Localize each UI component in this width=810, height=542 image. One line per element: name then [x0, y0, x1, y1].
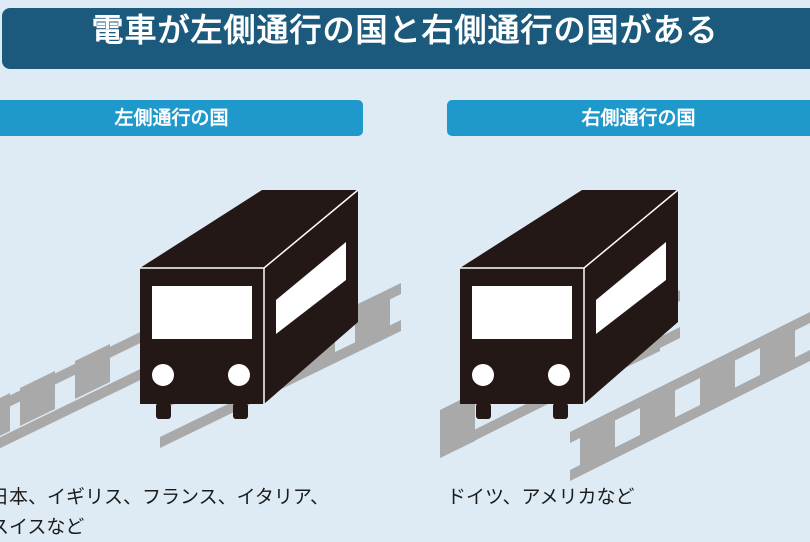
left-traffic-header: 左側通行の国: [0, 100, 363, 136]
right-traffic-countries: ドイツ、アメリカなど: [447, 482, 635, 512]
right-traffic-header: 右側通行の国: [447, 100, 810, 136]
page-title: 電車が左側通行の国と右側通行の国がある: [91, 11, 719, 49]
left-countries-line2: スイスなど: [0, 516, 85, 538]
title-banner: [2, 8, 810, 69]
right-countries-line1: ドイツ、アメリカなど: [447, 486, 635, 508]
train-icon: [460, 189, 679, 419]
train-icon: [140, 189, 359, 419]
left-countries-line1: 日本、イギリス、フランス、イタリア、: [0, 486, 329, 508]
left-traffic-countries: 日本、イギリス、フランス、イタリア、 スイスなど: [0, 482, 329, 542]
